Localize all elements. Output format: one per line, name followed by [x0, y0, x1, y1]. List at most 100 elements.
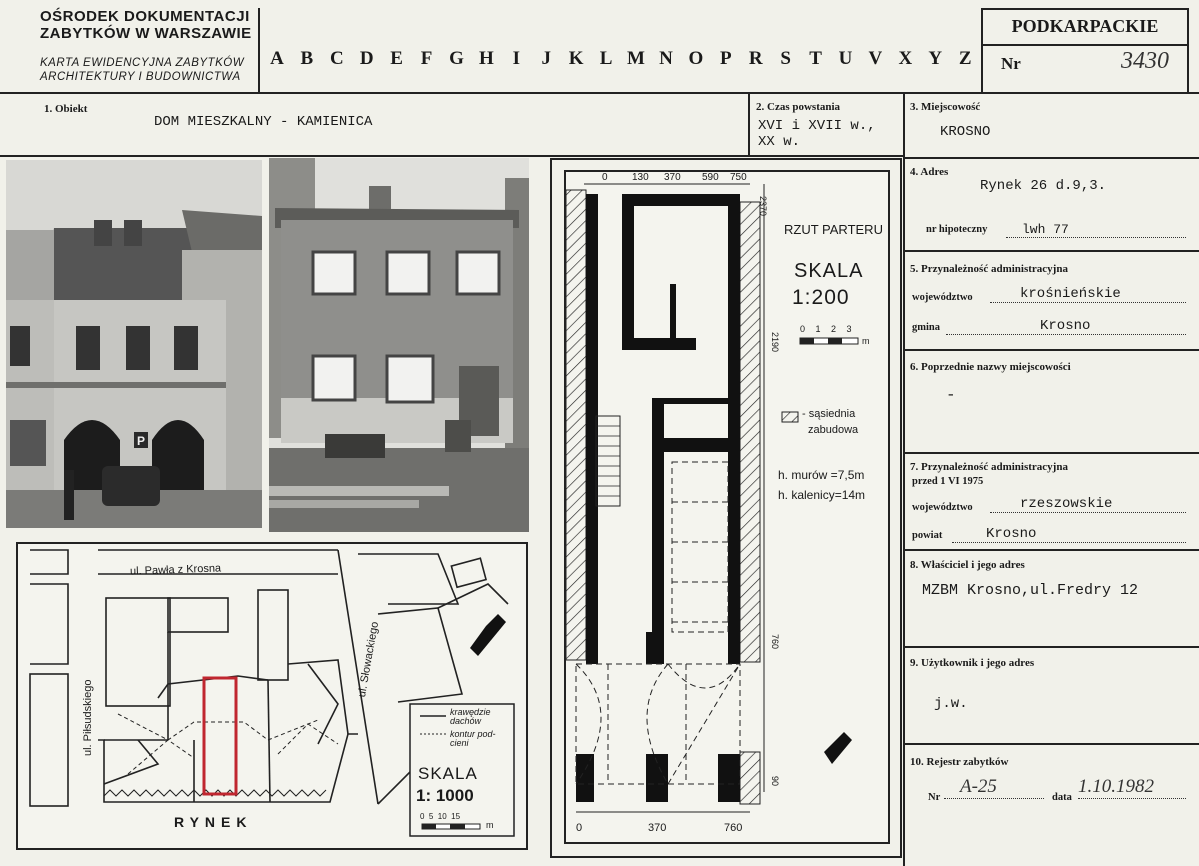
plan-wall-height: h. murów =7,5m — [778, 468, 865, 482]
map-legend-basement: kontur pod-cieni — [450, 729, 496, 748]
rule-inst — [258, 8, 260, 93]
plan-legend-hatch: - sąsiednia — [802, 408, 856, 420]
date-value-1: XVI i XVII w., — [758, 118, 876, 134]
map-scale-ticks: 0 5 10 15 — [420, 812, 461, 821]
map-scale-unit: m — [486, 820, 494, 830]
letter-u: U — [838, 48, 853, 69]
letter-x: X — [898, 48, 913, 69]
rule-r3 — [903, 349, 1199, 351]
letter-k: K — [568, 48, 584, 69]
letter-n: N — [659, 48, 673, 69]
place-label: 3. Miejscowość — [910, 101, 981, 113]
date-value-2: XX w. — [758, 134, 801, 150]
square-label: RYNEK — [174, 814, 253, 830]
admin1975-label: 7. Przynależność administracyjna — [910, 461, 1068, 473]
plan-dim-side-1: 2370 — [758, 196, 768, 217]
plan-ridge-height: h. kalenicy=14m — [778, 488, 866, 502]
letter-m: M — [627, 48, 645, 69]
photo-rear-courtyard — [269, 158, 529, 532]
registry-date-label: data — [1052, 792, 1072, 803]
register-rule — [983, 44, 1187, 46]
user-label: 9. Użytkownik i jego adres — [910, 657, 1035, 669]
place-value: KROSNO — [940, 124, 991, 140]
letter-i: I — [512, 48, 521, 69]
plan-scale-unit: m — [862, 336, 870, 346]
address-value: Rynek 26 d.9,3. — [980, 178, 1107, 194]
object-label: 1. Obiekt — [44, 103, 88, 115]
floor-plan-frame — [550, 158, 902, 858]
rule-r5 — [903, 549, 1199, 551]
region-name: PODKARPACKIE — [1011, 16, 1159, 36]
registry-nr-value: A-25 — [944, 776, 1044, 799]
map-scale-label: SKALA — [418, 764, 478, 783]
letter-p: P — [719, 48, 732, 69]
plan-dim-bottom-0: 0 — [576, 822, 583, 834]
plan-dim-top-3: 590 — [702, 172, 719, 183]
plan-dim-side-2: 2190 — [770, 332, 780, 353]
letter-d: D — [359, 48, 374, 69]
mortgage-value: lwh 77 — [1006, 222, 1186, 238]
commune-value: Krosno — [946, 318, 1186, 335]
rule-header — [0, 92, 1199, 94]
plan-dim-top-4: 750 — [730, 172, 747, 183]
district-label: powiat — [912, 530, 943, 541]
prev-names-label: 6. Poprzednie nazwy miejscowości — [910, 361, 1071, 373]
rule-r2 — [903, 250, 1199, 252]
plan-scale-label: SKALA — [794, 260, 864, 282]
voivodeship1975-label: województwo — [912, 502, 973, 513]
owner-value: MZBM Krosno,ul.Fredry 12 — [922, 582, 1139, 599]
letter-o: O — [688, 48, 704, 69]
rule-date — [748, 92, 750, 156]
owner-label: 8. Właściciel i jego adres — [910, 559, 1025, 571]
commune-label: gmina — [912, 322, 941, 333]
plan-legend-hatch-2: zabudowa — [808, 424, 859, 436]
rule-r6 — [903, 646, 1199, 648]
mortgage-label: nr hipoteczny — [926, 224, 988, 235]
plan-dim-top-0: 0 — [602, 172, 608, 183]
user-value: j.w. — [934, 696, 968, 712]
letter-g: G — [449, 48, 464, 69]
rule-right-col — [903, 92, 905, 866]
photo-front-facade: P — [6, 160, 262, 528]
register-box: PODKARPACKIE Nr 3430 — [981, 8, 1189, 94]
rule-r4 — [903, 452, 1199, 454]
plan-dim-side-4: 90 — [770, 776, 780, 787]
rule-object — [0, 155, 905, 157]
institution-name: OŚRODEK DOKUMENTACJI ZABYTKÓW W WARSZAWI… — [40, 8, 252, 42]
voivodeship-label: województwo — [912, 292, 973, 303]
plan-dim-side-3: 760 — [770, 634, 780, 650]
letter-y: Y — [928, 48, 943, 69]
registry-label: 10. Rejestr zabytków — [910, 756, 1009, 768]
rule-r7 — [903, 743, 1199, 745]
district-value: Krosno — [952, 526, 1186, 543]
letter-j: J — [541, 48, 552, 69]
card-type: KARTA EWIDENCYJNA ZABYTKÓW ARCHITEKTURY … — [40, 57, 245, 83]
letter-e: E — [390, 48, 403, 69]
plan-scale-value: 1:200 — [792, 286, 850, 309]
registry-date-value: 1.10.1982 — [1078, 776, 1186, 799]
plan-dim-bottom-2: 760 — [724, 822, 743, 834]
object-value: DOM MIESZKALNY - KAMIENICA — [154, 114, 373, 130]
voivodeship1975-value: rzeszowskie — [990, 496, 1186, 513]
letter-z: Z — [958, 48, 972, 69]
rule-r1 — [903, 157, 1199, 159]
date-label: 2. Czas powstania — [756, 101, 841, 113]
letter-h: H — [479, 48, 494, 69]
admin-label: 5. Przynależność administracyjna — [910, 263, 1068, 275]
plan-title: RZUT PARTERU — [784, 222, 883, 237]
street-left-label: ul. Piłsudskiego — [82, 679, 94, 756]
voivodeship-value: krośnieńskie — [990, 286, 1186, 303]
parking-sign: P — [137, 434, 145, 448]
letter-t: T — [809, 48, 822, 69]
prev-names-value: - — [946, 386, 956, 404]
address-label: 4. Adres — [910, 166, 949, 178]
letter-v: V — [868, 48, 883, 69]
plan-dim-top-2: 370 — [664, 172, 681, 183]
site-map: ul. Pawła z Krosna ul. Piłsudskiego ul. … — [16, 542, 528, 850]
